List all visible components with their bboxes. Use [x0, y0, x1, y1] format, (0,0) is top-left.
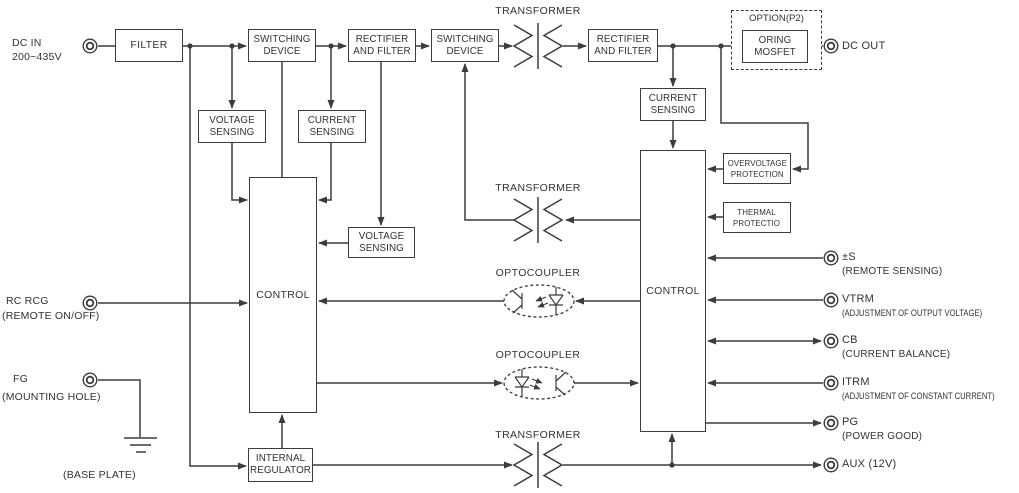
port-pg-name: PG: [842, 416, 859, 428]
terminals: [82, 38, 839, 473]
port-aux-name: AUX (12V): [842, 458, 897, 470]
option-p2-label: OPTION(P2): [749, 13, 804, 24]
vtrm-terminal: [823, 292, 839, 308]
overvoltage-protection-label: OVERVOLTAGE PROTECTION: [727, 157, 787, 179]
wire: [98, 379, 141, 437]
control-secondary-block: CONTROL: [640, 150, 706, 432]
dc-out-label: DC OUT: [842, 40, 886, 52]
transformer-2-symbol: [512, 197, 564, 243]
switching-device-2-block: SWITCHING DEVICE: [431, 29, 499, 62]
fg-label: FG: [13, 373, 28, 385]
optocoupler-1-symbol: [503, 284, 575, 318]
switching-device-1-block: SWITCHING DEVICE: [248, 29, 316, 62]
overvoltage-protection-block: OVERVOLTAGE PROTECTION: [723, 153, 791, 184]
junction-dots: [187, 43, 724, 468]
port-vtrm-name: VTRM: [842, 293, 874, 305]
thermal-protection-block: THERMAL PROTECTIO: [723, 202, 791, 233]
rc-label: RC RCG: [6, 295, 49, 307]
port-s-name: ±S: [842, 251, 856, 263]
wire: [189, 46, 247, 470]
wire: [318, 142, 332, 204]
itrm-terminal: [823, 375, 839, 391]
rectifier-filter-1-block: RECTIFIER AND FILTER: [348, 29, 416, 62]
dc-in-range-label: 200~435V: [12, 51, 62, 63]
dc-in-terminal: [82, 38, 98, 54]
transformer-2-label: TRANSFORMER: [495, 182, 581, 194]
junction-dot: [328, 43, 334, 49]
port-itrm-desc: (ADJUSTMENT OF CONSTANT CURRENT): [842, 391, 995, 402]
internal-regulator-block: INTERNAL REGULATOR: [248, 448, 313, 482]
optocoupler-1-label: OPTOCOUPLER: [495, 267, 581, 279]
voltage-sensing-2-block: VOLTAGE SENSING: [348, 227, 415, 258]
base-plate-label: (BASE PLATE): [63, 469, 136, 481]
filter-block: FILTER: [115, 29, 183, 62]
fg-terminal: [82, 372, 98, 388]
port-s-desc: (REMOTE SENSING): [842, 266, 943, 277]
ground-symbol: [124, 437, 157, 453]
wire: [720, 46, 809, 173]
wire: [461, 63, 514, 221]
wire: [231, 142, 248, 204]
control-primary-block: CONTROL: [249, 177, 317, 413]
junction-dot: [669, 462, 675, 468]
port-vtrm-desc: (ADJUSTMENT OF OUTPUT VOLTAGE): [842, 308, 983, 319]
current-sensing-1-block: CURRENT SENSING: [298, 110, 366, 143]
oring-mosfet-block: ORING MOSFET: [742, 30, 808, 63]
pg-terminal: [823, 415, 839, 431]
transformer-3-label: TRANSFORMER: [495, 429, 581, 441]
port-itrm-name: ITRM: [842, 376, 870, 388]
junction-dot: [670, 43, 676, 49]
rc-terminal: [82, 295, 98, 311]
s-terminal: [823, 250, 839, 266]
rc-desc-label: (REMOTE ON/OFF): [2, 310, 100, 322]
transformer-3-symbol: [512, 442, 564, 488]
rectifier-filter-2-block: RECTIFIER AND FILTER: [588, 29, 658, 62]
port-pg-desc: (POWER GOOD): [842, 431, 923, 442]
current-sensing-2-block: CURRENT SENSING: [640, 88, 706, 121]
voltage-sensing-1-block: VOLTAGE SENSING: [198, 110, 266, 143]
transformer-1-label: TRANSFORMER: [495, 5, 581, 17]
port-cb-desc: (CURRENT BALANCE): [842, 349, 951, 360]
junction-dot: [229, 43, 235, 49]
option-p2-box: OPTION(P2) ORING MOSFET: [731, 10, 822, 70]
thermal-protection-label: THERMAL PROTECTIO: [733, 206, 781, 228]
fg-desc-label: (MOUNTING HOLE): [2, 391, 101, 403]
junction-dot: [718, 43, 724, 49]
aux-terminal: [823, 457, 839, 473]
wires: [98, 42, 823, 470]
junction-dot: [187, 43, 193, 49]
transformer-1-symbol: [512, 23, 564, 69]
optocoupler-2-symbol: [503, 366, 575, 400]
optocoupler-2-label: OPTOCOUPLER: [495, 349, 581, 361]
dc-out-terminal: [823, 38, 839, 54]
dc-in-label: DC IN: [12, 37, 42, 49]
cb-terminal: [823, 333, 839, 349]
port-cb-name: CB: [842, 334, 858, 346]
